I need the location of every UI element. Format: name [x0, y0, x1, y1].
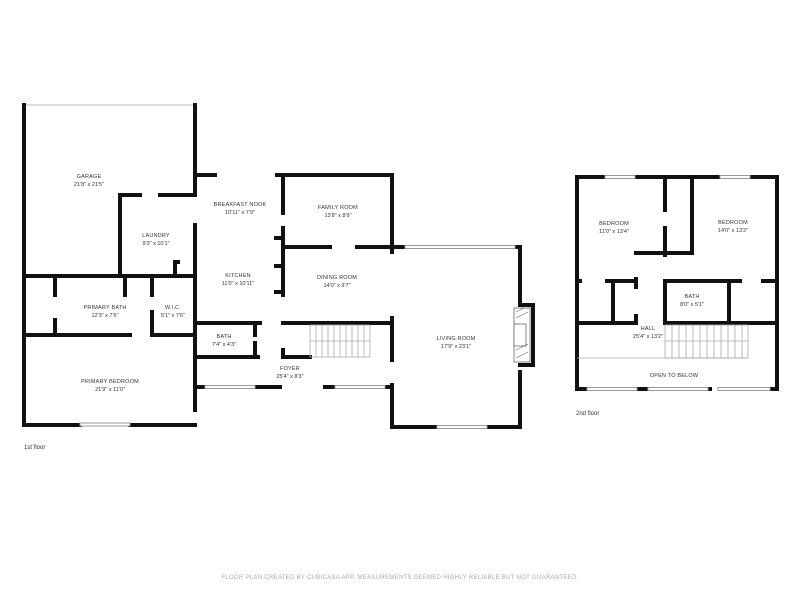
room-laundry: LAUNDRY 9'3" x 10'1"	[142, 233, 170, 247]
room-dimensions: 25'4" x 8'3"	[276, 374, 303, 380]
room-primary-bath: PRIMARY BATH 12'3" x 7'6"	[83, 305, 126, 319]
first-floor-stairs	[309, 324, 371, 358]
room-dimensions: 10'11" x 7'9"	[225, 210, 255, 216]
room-name: PRIMARY BEDROOM	[81, 379, 139, 385]
room-dimensions: 7'4" x 4'3"	[212, 342, 236, 348]
room-primary-bedroom: PRIMARY BEDROOM 21'9" x 11'0"	[81, 379, 139, 393]
room-name: HALL	[641, 326, 656, 332]
room-dimensions: 17'9" x 23'1"	[441, 344, 471, 350]
room-wic: W.I.C. 5'1" x 7'6"	[161, 305, 185, 319]
second-floor-windows	[586, 175, 771, 391]
second-floor-stairs	[577, 324, 749, 359]
room-open-to-below: OPEN TO BELOW	[650, 373, 699, 379]
room-dimensions: 11'0" x 13'4"	[599, 229, 629, 235]
room-family-room: FAMILY ROOM 13'8" x 8'9"	[318, 205, 358, 219]
room-dimensions: 12'3" x 7'6"	[91, 313, 118, 319]
first-floor-walls	[22, 103, 535, 429]
room-dimensions: 14'0" x 9'7"	[323, 283, 350, 289]
room-name: W.I.C.	[165, 305, 181, 311]
first-floor-windows	[79, 245, 516, 429]
floor-label-2nd: 2nd floor	[576, 411, 600, 417]
room-dimensions: 5'1" x 7'6"	[161, 313, 185, 319]
room-breakfast-nook: BREAKFAST NOOK 10'11" x 7'9"	[214, 202, 267, 216]
room-dimensions: 8'0" x 5'1"	[680, 302, 704, 308]
footer-disclaimer: FLOOR PLAN CREATED BY CUBICASA APP. MEAS…	[221, 575, 579, 581]
room-bedroom-right: BEDROOM 14'0" x 13'2"	[718, 220, 748, 234]
room-dimensions: 25'4" x 13'2"	[633, 334, 663, 340]
room-bath-2: BATH 8'0" x 5'1"	[680, 294, 704, 308]
room-bath-1: BATH 7'4" x 4'3"	[212, 334, 236, 348]
room-foyer: FOYER 25'4" x 8'3"	[276, 366, 303, 380]
room-dimensions: 21'8" x 21'5"	[74, 182, 104, 188]
second-floor-walls	[575, 175, 779, 391]
room-dimensions: 11'0" x 10'11"	[222, 281, 254, 287]
room-garage: GARAGE 21'8" x 21'5"	[74, 174, 104, 188]
room-living-room: LIVING ROOM 17'9" x 23'1"	[437, 336, 476, 350]
room-dimensions: 21'9" x 11'0"	[95, 387, 125, 393]
room-name: LIVING ROOM	[437, 336, 476, 342]
room-dining-room: DINING ROOM 14'0" x 9'7"	[317, 275, 357, 289]
room-dimensions: 14'0" x 13'2"	[718, 228, 748, 234]
room-name: LAUNDRY	[142, 233, 170, 239]
room-name: BEDROOM	[599, 221, 629, 227]
room-name: KITCHEN	[225, 273, 251, 279]
room-name: BATH	[216, 334, 231, 340]
room-dimensions: 13'8" x 8'9"	[324, 213, 351, 219]
room-name: FAMILY ROOM	[318, 205, 358, 211]
floor-label-1st: 1st floor	[24, 445, 46, 451]
room-bedroom-left: BEDROOM 11'0" x 13'4"	[599, 221, 629, 235]
room-name: BATH	[684, 294, 699, 300]
room-name: BEDROOM	[718, 220, 748, 226]
room-dimensions: 9'3" x 10'1"	[142, 241, 169, 247]
room-name: FOYER	[280, 366, 300, 372]
room-name: OPEN TO BELOW	[650, 373, 699, 379]
room-name: DINING ROOM	[317, 275, 357, 281]
room-name: GARAGE	[77, 174, 102, 180]
room-name: BREAKFAST NOOK	[214, 202, 267, 208]
room-hall: HALL 25'4" x 13'2"	[633, 326, 663, 340]
room-name: PRIMARY BATH	[83, 305, 126, 311]
fireplace	[513, 307, 531, 363]
room-kitchen: KITCHEN 11'0" x 10'11"	[222, 273, 254, 287]
